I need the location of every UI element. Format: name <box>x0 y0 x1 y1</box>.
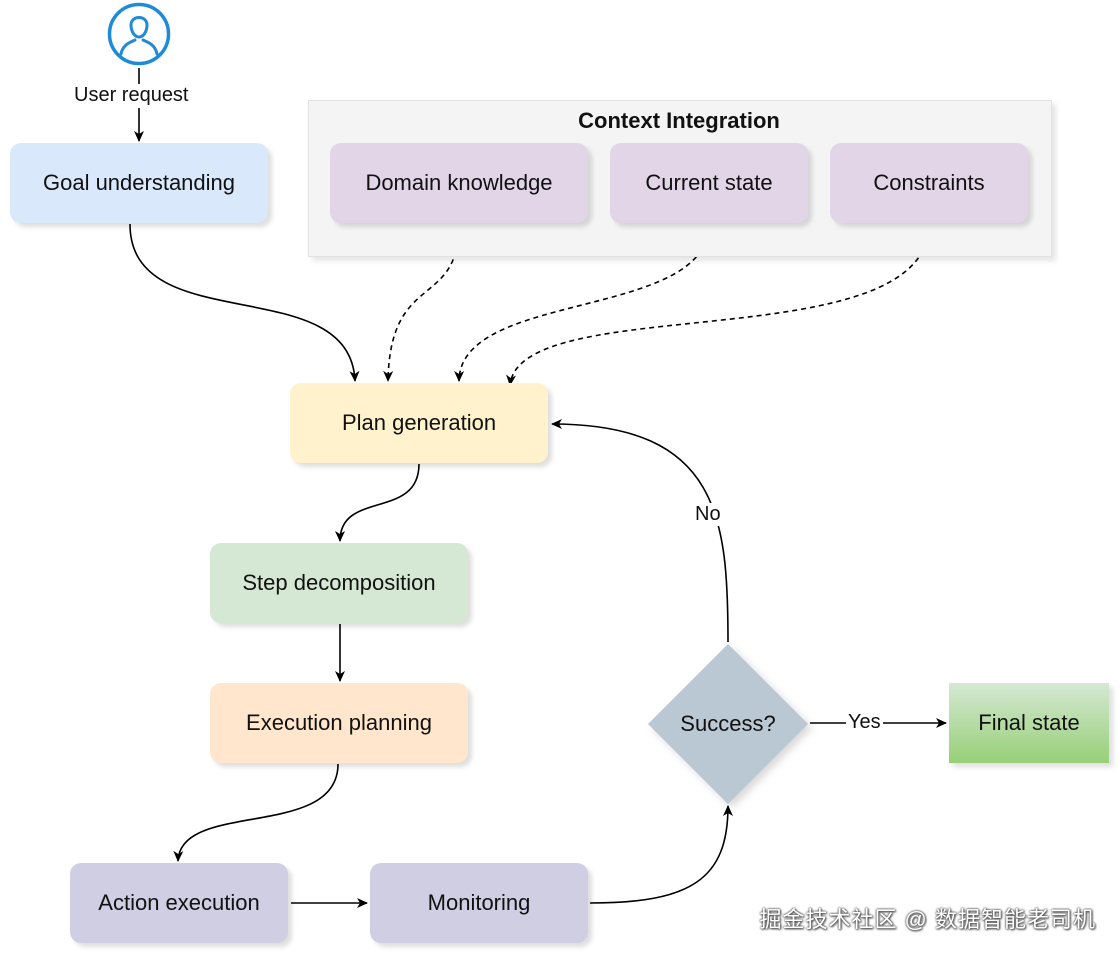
final-state-label: Final state <box>978 710 1080 735</box>
execution-planning-node[interactable]: Execution planning <box>210 683 468 763</box>
current-state-label: Current state <box>645 170 773 195</box>
edge-current-to-plan <box>454 223 710 382</box>
domain-knowledge-label: Domain knowledge <box>365 170 553 195</box>
edge-monitoring-to-success <box>589 805 733 904</box>
action-execution-label: Action execution <box>98 890 260 915</box>
edge-goal-to-plan <box>129 223 360 382</box>
plan-generation-label: Plan generation <box>341 410 497 435</box>
edge-label-yes: Yes <box>846 711 883 734</box>
step-decomposition-node[interactable]: Step decomposition <box>210 543 468 623</box>
edge-label-no: No <box>693 503 723 526</box>
constraints-label: Constraints <box>873 170 985 195</box>
action-execution-node[interactable]: Action execution <box>70 863 288 943</box>
step-decomposition-label: Step decomposition <box>242 570 436 595</box>
success-decision-node[interactable]: Success? <box>648 644 808 804</box>
user-request-label: User request <box>72 84 191 107</box>
domain-knowledge-node[interactable]: Domain knowledge <box>330 143 588 223</box>
context-integration-title: Context Integration <box>578 108 780 133</box>
success-decision-label: Success? <box>680 711 776 736</box>
current-state-node[interactable]: Current state <box>610 143 808 223</box>
plan-generation-node[interactable]: Plan generation <box>290 383 548 463</box>
user-icon <box>107 2 171 66</box>
edge-plan-to-step <box>335 463 420 542</box>
constraints-node[interactable]: Constraints <box>830 143 1028 223</box>
monitoring-label: Monitoring <box>427 890 531 915</box>
edge-constraints-to-plan <box>506 223 930 386</box>
execution-planning-label: Execution planning <box>246 710 432 735</box>
goal-understanding-node[interactable]: Goal understanding <box>10 143 268 223</box>
goal-understanding-label: Goal understanding <box>42 170 236 195</box>
watermark-text: 掘金技术社区 @ 数据智能老司机 <box>759 907 1096 932</box>
monitoring-node[interactable]: Monitoring <box>370 863 588 943</box>
final-state-node[interactable]: Final state <box>949 683 1109 763</box>
edge-success-no-to-plan <box>551 419 729 643</box>
success-decision-shape <box>648 644 808 804</box>
edge-execution-planning-to-action <box>173 763 339 862</box>
